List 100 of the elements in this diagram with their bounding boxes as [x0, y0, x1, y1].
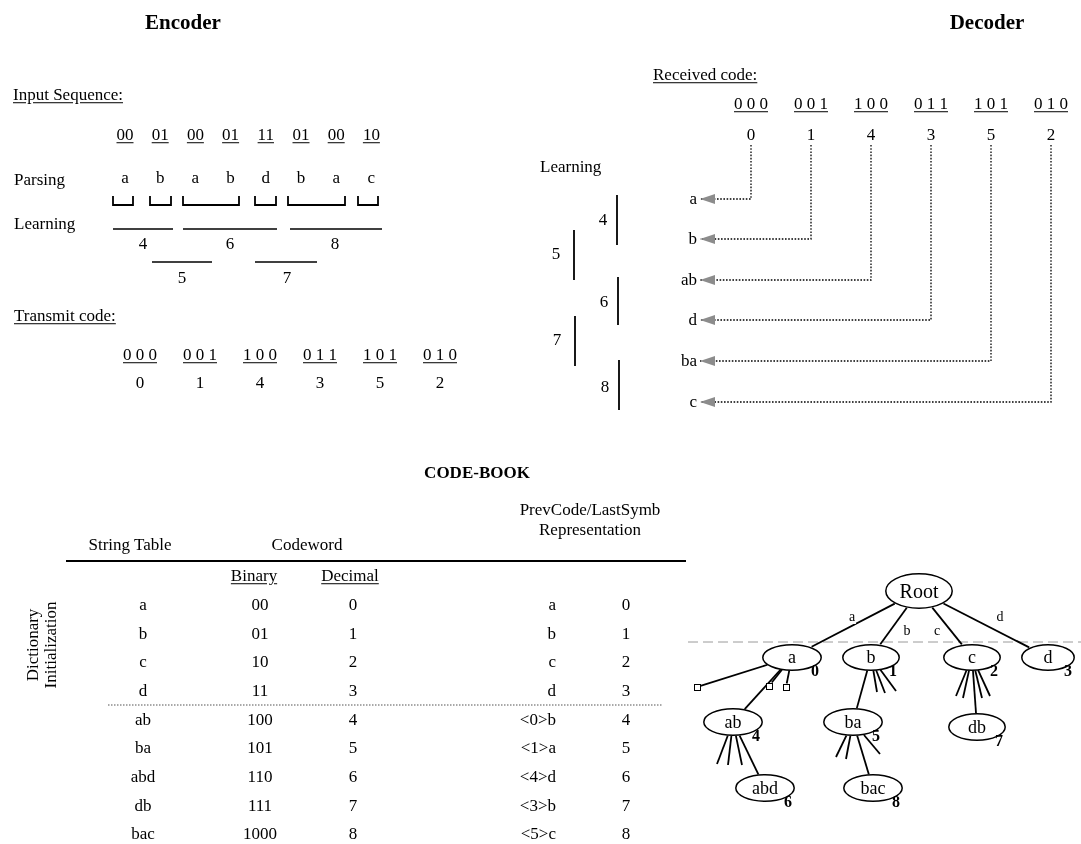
code-group: 1 0 0 — [854, 94, 888, 114]
table-cell: 8 — [621, 824, 631, 844]
table-cell: 2 — [348, 652, 358, 672]
column-header: Decimal — [321, 566, 379, 586]
tree-branch — [931, 606, 963, 646]
code-number: 0 — [746, 125, 756, 145]
table-cell: 3 — [348, 681, 358, 701]
node-index: 6 — [784, 794, 792, 810]
node-index: 3 — [1064, 663, 1072, 679]
table-cell: b — [138, 624, 148, 644]
node-index: 0 — [811, 663, 819, 679]
table-cell: ab — [135, 710, 151, 730]
table-cell: 0 — [621, 595, 631, 615]
bit-pair: 01 — [222, 125, 240, 145]
code-group: 0 1 1 — [914, 94, 948, 114]
node-label: Root — [899, 581, 939, 601]
dictionary-index: 6 — [225, 234, 235, 254]
branch-stub — [955, 669, 968, 697]
dictionary-index: 7 — [552, 330, 562, 350]
code-number: 5 — [375, 373, 385, 393]
code-group: 1 0 1 — [363, 345, 397, 365]
dictionary-index: 4 — [138, 234, 148, 254]
table-cell: ba — [135, 738, 151, 758]
row-label: Received code: — [653, 65, 758, 85]
decoded-string: a — [689, 189, 697, 209]
branch-stub — [716, 734, 729, 765]
dictionary-index: 5 — [177, 268, 187, 288]
node-label: abd — [752, 779, 778, 797]
table-cell: a — [548, 595, 556, 615]
arrow — [699, 144, 992, 366]
section-heading: Encoder — [145, 9, 221, 35]
code-number: 2 — [435, 373, 445, 393]
tree-branch — [770, 668, 783, 684]
table-cell: 1 — [621, 624, 631, 644]
table-cell: d — [138, 681, 148, 701]
code-group: 0 1 1 — [303, 345, 337, 365]
tree-branch — [855, 669, 869, 709]
branch-stub — [977, 669, 991, 697]
branch-stub — [875, 669, 886, 694]
code-number: 1 — [806, 125, 816, 145]
table-cell: a — [139, 595, 147, 615]
edge-label: b — [902, 624, 912, 638]
table-cell: 100 — [247, 710, 273, 730]
arrow — [699, 144, 1052, 407]
column-header: Binary — [230, 566, 278, 586]
code-number: 2 — [1046, 125, 1056, 145]
table-cell: 1000 — [243, 824, 277, 844]
bit-pair: 01 — [292, 125, 310, 145]
table-cell: <0>b — [519, 710, 556, 730]
section-heading: Decoder — [949, 9, 1025, 35]
row-label: Transmit code: — [14, 306, 116, 326]
table-cell: 10 — [251, 652, 269, 672]
table-cell: bac — [131, 824, 155, 844]
table-cell: 4 — [348, 710, 358, 730]
branch-stub — [962, 669, 970, 699]
arrow — [699, 144, 872, 285]
column-header: String Table — [88, 535, 172, 555]
dictionary-index: 4 — [598, 210, 608, 230]
tree-branch — [879, 606, 908, 646]
dictionary-index: 5 — [551, 244, 561, 264]
tree-branch — [699, 663, 769, 687]
symbol: a — [191, 168, 200, 188]
branch-stub — [863, 734, 881, 755]
table-cell: <4>d — [519, 767, 556, 787]
code-group: 0 0 0 — [734, 94, 768, 114]
table-cell: 4 — [621, 710, 631, 730]
leaf-square — [765, 682, 773, 690]
decoded-string: ab — [680, 270, 697, 290]
code-group: 0 0 0 — [123, 345, 157, 365]
table-cell: 11 — [251, 681, 269, 701]
table-title: CODE-BOOK — [424, 463, 530, 483]
table-cell: 7 — [621, 796, 631, 816]
dictionary-index: 8 — [330, 234, 340, 254]
branch-stub — [735, 735, 743, 766]
node-index: 4 — [752, 728, 760, 744]
node-label: ba — [844, 713, 862, 731]
tree-branch — [810, 602, 896, 648]
decoded-string: c — [689, 392, 697, 412]
node-index: 8 — [892, 794, 900, 810]
tree-branch — [785, 669, 791, 685]
node-label: bac — [860, 779, 886, 797]
table-cell: 2 — [621, 652, 631, 672]
code-group: 1 0 1 — [974, 94, 1008, 114]
decoded-string: d — [688, 310, 697, 330]
decoded-string: b — [688, 229, 697, 249]
code-group: 0 1 0 — [1034, 94, 1068, 114]
table-cell: 0 — [348, 595, 358, 615]
branch-stub — [974, 669, 983, 699]
tree-branch — [942, 602, 1031, 649]
table-cell: <3>b — [519, 796, 556, 816]
table-cell: 110 — [247, 767, 273, 787]
table-cell: 8 — [348, 824, 358, 844]
node-label: c — [968, 648, 976, 666]
table-cell: 1 — [348, 624, 358, 644]
row-label: Learning — [540, 157, 602, 177]
code-group: 0 0 1 — [794, 94, 828, 114]
code-number: 4 — [866, 125, 876, 145]
code-number: 1 — [195, 373, 205, 393]
node-label: db — [968, 718, 986, 736]
bit-pair: 01 — [151, 125, 169, 145]
